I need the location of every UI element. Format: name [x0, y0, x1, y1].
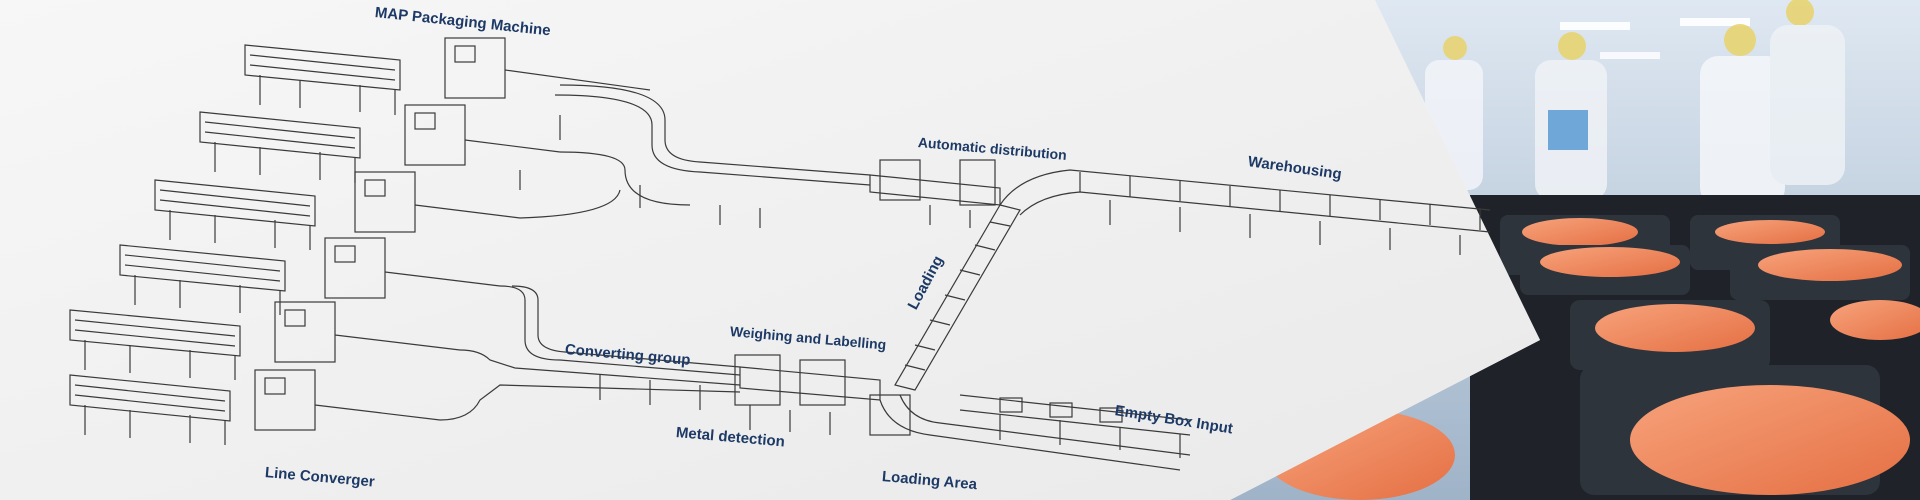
loading-conveyor: [869, 204, 1191, 471]
machinery-line-art: [69, 37, 1491, 471]
warehousing-conveyor: [999, 169, 1491, 255]
packaging-lines: [69, 37, 651, 445]
factory-workers: [1425, 0, 1845, 206]
salmon-trays: [1265, 195, 1920, 500]
empty-box-conveyor: [959, 394, 1191, 458]
salmon-photo: [1230, 0, 1920, 500]
upper-converger: [519, 84, 1001, 228]
stands: [519, 115, 761, 410]
diagram-panel: [0, 0, 1540, 500]
